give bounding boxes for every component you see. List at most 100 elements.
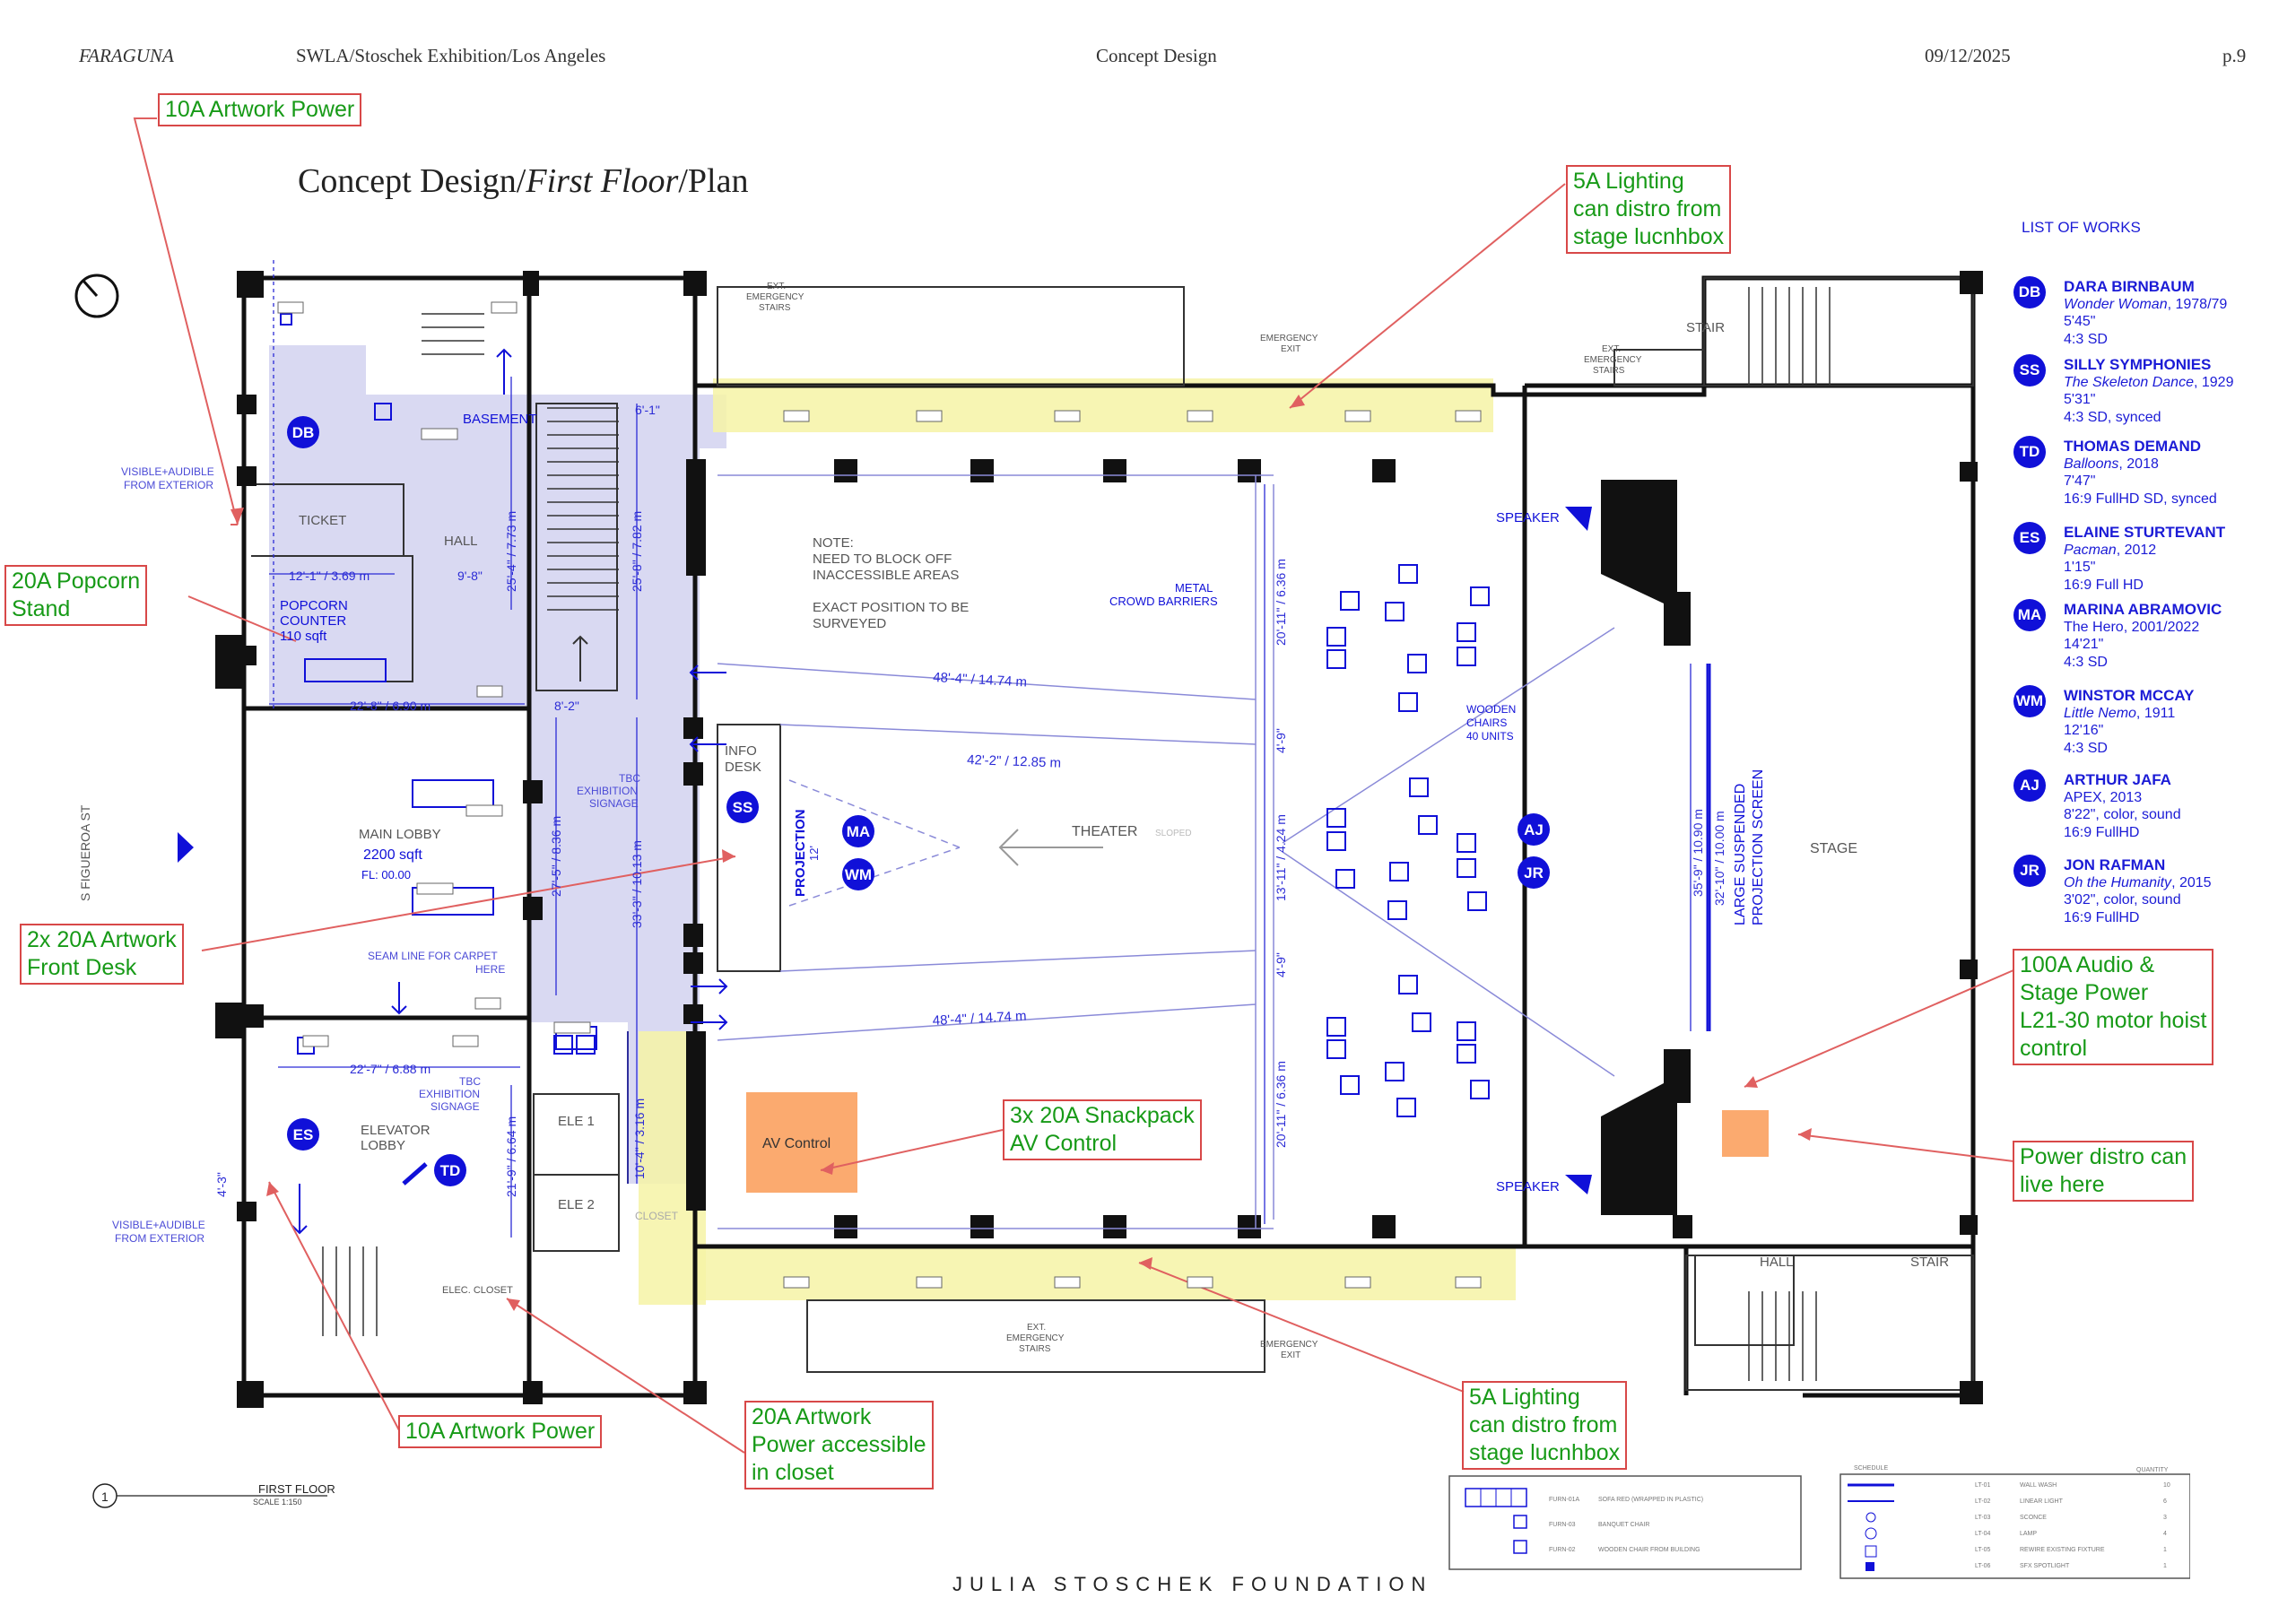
seam-line-2: HERE xyxy=(475,963,505,976)
dim-42: 42'-2" / 12.85 m xyxy=(967,752,1061,771)
lobby-fill xyxy=(269,345,529,708)
work-format: 4:3 SD xyxy=(2064,740,2108,756)
svg-text:ES: ES xyxy=(293,1126,314,1143)
work-duration: 12'16" xyxy=(2064,723,2104,738)
note-line-3: INACCESSIBLE AREAS xyxy=(813,568,959,583)
dim-48a: 48'-4" / 14.74 m xyxy=(933,670,1028,690)
visible-bottom-2: FROM EXTERIOR xyxy=(115,1232,204,1245)
legend-lt-qty-1: 6 xyxy=(2163,1498,2167,1505)
fixture-tags xyxy=(277,301,1482,1289)
dim-25-4: 25'-4" / 7.73 m xyxy=(504,511,518,592)
dim-13: 13'-11" / 4.24 m xyxy=(1274,814,1288,901)
svg-text:AJ: AJ xyxy=(1524,821,1544,838)
legend-lt-desc-2: SCONCE xyxy=(2020,1515,2047,1521)
work-artist: MARINA ABRAMOVIC xyxy=(2064,601,2222,618)
dim-33-3: 33'-3" / 10.13 m xyxy=(630,840,644,928)
work-badge: DB xyxy=(2013,276,2046,308)
emergency-exit-top-1: EMERGENCY xyxy=(1260,334,1318,343)
legend-code-1: FURN-03 xyxy=(1549,1522,1576,1528)
elec-closet-label: ELEC. CLOSET xyxy=(442,1285,513,1296)
work-badge: AJ xyxy=(2013,769,2046,802)
popcorn-label-3: 110 sqft xyxy=(280,629,327,644)
work-title: Wonder Woman, 1978/79 xyxy=(2064,296,2228,312)
note-arrowheads xyxy=(230,395,1812,1311)
legend-lt-qty-2: 3 xyxy=(2163,1515,2167,1521)
tbc-bottom-1: TBC xyxy=(459,1075,481,1088)
work-format: 16:9 FullHD SD, synced xyxy=(2064,491,2217,507)
columns xyxy=(215,271,1983,1408)
legend-desc-2: WOODEN CHAIR FROM BUILDING xyxy=(1598,1547,1700,1553)
floor-level-label: FL: 00.00 xyxy=(361,868,411,881)
legend-lt-code-4: LT-05 xyxy=(1975,1547,1990,1553)
dim-27-5: 27'-5" / 8.36 m xyxy=(549,816,563,897)
footer-foundation: JULIA STOSCHEK FOUNDATION xyxy=(952,1573,1433,1595)
legend-lt-desc-5: SFX SPOTLIGHT xyxy=(2020,1563,2070,1569)
dim-32: 32'-10" / 10.00 m xyxy=(1712,811,1726,906)
ext-stairs-top-1: EXT. xyxy=(767,282,786,291)
projection-cone xyxy=(788,779,961,907)
dim-4-9b: 4'-9" xyxy=(1274,952,1288,977)
dim-20b: 20'-11" / 6.36 m xyxy=(1274,1061,1288,1148)
dim-4-3: 4'-3" xyxy=(214,1172,229,1197)
dim-35: 35'-9" / 10.90 m xyxy=(1691,809,1705,897)
legend-lt-desc-4: REWIRE EXISTING FIXTURE xyxy=(2020,1547,2105,1553)
brand-label: FARAGUNA xyxy=(79,45,174,66)
page-number: p.9 xyxy=(2222,45,2247,66)
ext-stairs-bottom-3: STAIRS xyxy=(1019,1344,1051,1354)
legend-lt-qty-5: 1 xyxy=(2163,1563,2167,1569)
legend-code-2: FURN-02 xyxy=(1549,1547,1576,1553)
closet-label: CLOSET xyxy=(635,1210,679,1222)
chairs-label-3: 40 UNITS xyxy=(1466,730,1514,743)
work-duration: 3'02", color, sound xyxy=(2064,892,2181,908)
work-duration: 14'21" xyxy=(2064,637,2104,652)
ele1-label: ELE 1 xyxy=(558,1114,595,1129)
work-format: 4:3 SD, synced xyxy=(2064,409,2161,425)
work-title: APEX, 2013 xyxy=(2064,789,2143,805)
dim-21-9: 21'-9" / 6.64 m xyxy=(504,1116,518,1197)
emergency-exit-top-2: EXIT xyxy=(1281,344,1300,354)
hall-lower-label: HALL xyxy=(1760,1255,1794,1270)
tbc-top-2: EXHIBITION xyxy=(577,785,638,797)
note-line-5: SURVEYED xyxy=(813,616,886,631)
project-label: SWLA/Stoschek Exhibition/Los Angeles xyxy=(296,45,606,66)
chairs-label-1: WOODEN xyxy=(1466,703,1516,716)
work-format: 4:3 SD xyxy=(2064,654,2108,670)
legend-lt-qty-0: 10 xyxy=(2163,1482,2170,1489)
stair-label: STAIR xyxy=(1686,320,1725,335)
legend-lt-code-3: LT-04 xyxy=(1975,1531,1990,1537)
legend-lt-code-2: LT-03 xyxy=(1975,1515,1990,1521)
tbc-top-1: TBC xyxy=(619,772,640,785)
floor-label: FIRST FLOOR xyxy=(258,1482,335,1496)
work-artist: JON RAFMAN xyxy=(2064,856,2166,873)
note-line-2: NEED TO BLOCK OFF xyxy=(813,551,952,567)
date-label: 09/12/2025 xyxy=(1925,45,2011,66)
popcorn-label-2: COUNTER xyxy=(280,613,346,629)
stage-label: STAGE xyxy=(1810,841,1857,856)
dimension-lines xyxy=(269,260,1709,1238)
work-title: The Hero, 2001/2022 xyxy=(2064,619,2200,635)
work-format: 16:9 FullHD xyxy=(2064,909,2140,925)
speaker-label-bottom: SPEAKER xyxy=(1496,1179,1560,1194)
ext-stairs-bottom-1: EXT. xyxy=(1027,1323,1046,1333)
entrance-arrow xyxy=(178,832,194,863)
elevator-lobby-label-1: ELEVATOR xyxy=(361,1123,430,1138)
dim-48b: 48'-4" / 14.74 m xyxy=(932,1009,1027,1029)
emergency-exit-bottom-1: EMERGENCY xyxy=(1260,1340,1318,1350)
dim-10-4: 10'-4" / 3.16 m xyxy=(632,1099,647,1179)
ext-stairs-right-3: STAIRS xyxy=(1593,366,1625,376)
visible-top-2: FROM EXTERIOR xyxy=(124,479,213,491)
power-distro-box xyxy=(1722,1110,1769,1157)
work-artist: DARA BIRNBAUM xyxy=(2064,278,2195,295)
work-duration: 5'45" xyxy=(2064,314,2096,329)
work-artist: ARTHUR JAFA xyxy=(2064,771,2171,788)
work-duration: 1'15" xyxy=(2064,560,2096,575)
legend-lt-desc-3: LAMP xyxy=(2020,1531,2037,1537)
ext-stairs-top-2: EMERGENCY xyxy=(746,292,804,302)
work-badge: SS xyxy=(2013,354,2046,386)
